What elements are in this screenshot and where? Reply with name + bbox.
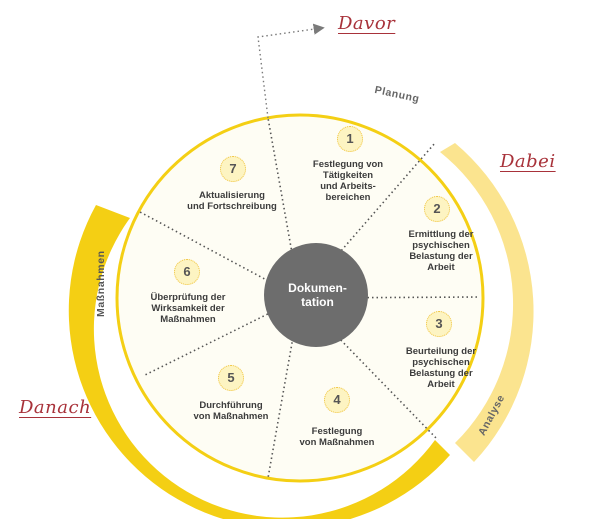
step-label-2: Ermittlung der psychischen Belastung der… <box>408 229 474 273</box>
step-number-4: 4 <box>324 387 350 413</box>
label-davor: Davor <box>338 13 396 34</box>
step-label-1: Festlegung von Tätigkeiten und Arbeits- … <box>312 159 384 203</box>
step-number-2: 2 <box>424 196 450 222</box>
step-number-3: 3 <box>426 311 452 337</box>
spoke-2 <box>299 142 436 299</box>
step-number-5: 5 <box>218 365 244 391</box>
label-dabei: Dabei <box>500 151 556 172</box>
step-label-5: Durchführung von Maßnahmen <box>193 400 269 422</box>
spoke-7 <box>139 211 301 299</box>
davor-arrow <box>257 23 325 119</box>
spoke-4 <box>299 297 439 441</box>
step-label-3: Beurteilung der psychischen Belastung de… <box>405 346 477 390</box>
spoke-5 <box>267 297 301 479</box>
label-danach: Danach <box>19 397 92 418</box>
step-number-1: 1 <box>337 126 363 152</box>
arc-dabei <box>440 143 534 462</box>
step-number-7: 7 <box>220 156 246 182</box>
step-label-6: Überprüfung der Wirksamkeit der Maßnahme… <box>150 292 226 325</box>
spoke-1 <box>267 117 301 299</box>
step-label-7: Aktualisierung und Fortschreibung <box>187 190 277 212</box>
center-label: Dokumen- tation <box>288 281 347 309</box>
step-label-4: Festlegung von Maßnahmen <box>299 426 375 448</box>
spokes <box>139 117 479 479</box>
center-circle <box>264 243 368 347</box>
phase-massnahmen: Maßnahmen <box>95 250 107 317</box>
step-number-6: 6 <box>174 259 200 285</box>
arc-danach <box>68 205 450 519</box>
